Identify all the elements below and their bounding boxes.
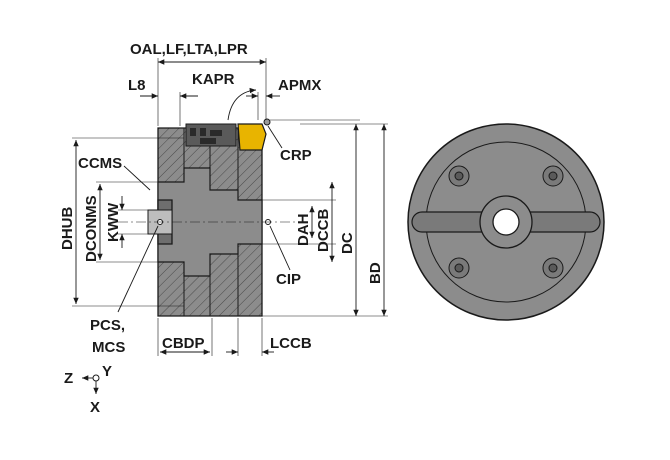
label-ccms: CCMS [78,155,122,172]
dimension-labels: OAL,LF,LTA,LPR L8 KAPR APMX CRP CCMS DHU… [59,41,384,416]
front-bolt-holes [448,165,564,279]
label-apmx: APMX [278,77,321,94]
label-cip: CIP [276,271,301,288]
label-dconms: DCONMS [83,195,100,262]
crp-point [263,118,271,126]
label-dah: DAH [295,214,312,247]
label-axis-x: X [90,399,100,416]
hub-steps [183,128,239,316]
label-cbdp: CBDP [162,335,205,352]
clamp-screws [190,128,222,144]
axis-origin-icon [92,374,100,382]
label-l8: L8 [128,77,146,94]
label-mcs: MCS [92,339,125,356]
front-bore-hole [492,208,520,236]
label-axis-y: Y [102,363,112,380]
label-bd: BD [367,262,384,284]
label-crp: CRP [280,147,312,164]
dimension-lines [72,58,388,394]
side-view [118,118,300,317]
label-pcs: PCS, [90,317,125,334]
label-oal: OAL,LF,LTA,LPR [130,41,248,58]
label-dc: DC [339,232,356,254]
label-kww: KWW [105,202,122,242]
label-dccb: DCCB [315,209,332,252]
insert [237,123,267,151]
label-lccb: LCCB [270,335,312,352]
label-dhub: DHUB [59,207,76,250]
front-view [407,123,605,321]
label-axis-z: Z [64,370,73,387]
label-kapr: KAPR [192,71,235,88]
